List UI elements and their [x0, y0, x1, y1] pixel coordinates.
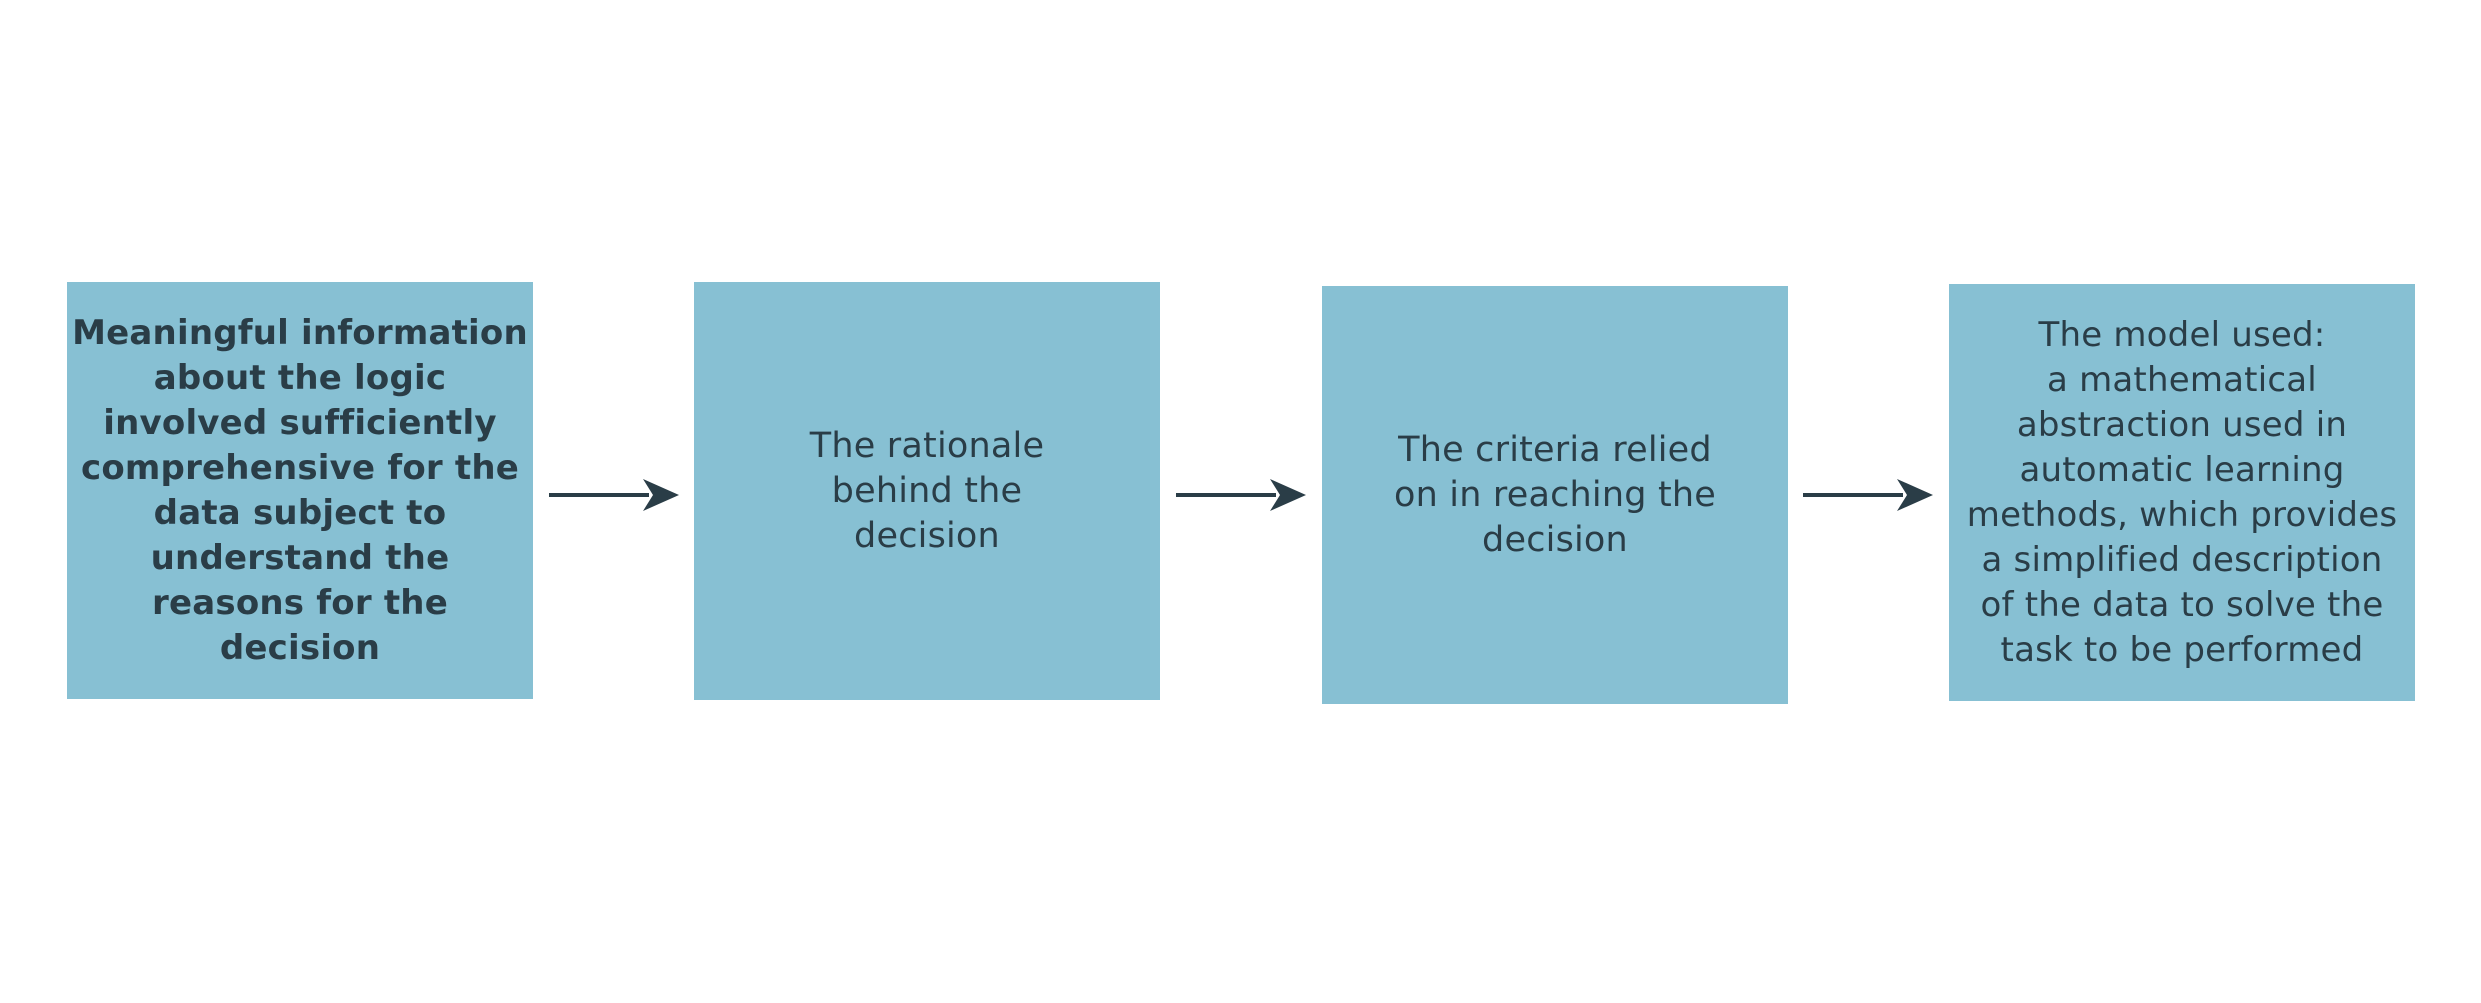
box-line: abstraction used in — [2016, 404, 2348, 445]
box-meaningful-information-text: Meaningful information about the logic i… — [72, 311, 528, 671]
box-rationale: The rationale behind the decision — [694, 282, 1160, 700]
arrow-right-icon — [1176, 479, 1306, 511]
box-line: comprehensive for the — [81, 447, 519, 488]
box-line: task to be performed — [2000, 629, 2364, 670]
box-meaningful-information: Meaningful information about the logic i… — [67, 282, 533, 699]
box-criteria-text: The criteria relied on in reaching the d… — [1394, 428, 1716, 563]
box-criteria: The criteria relied on in reaching the d… — [1322, 286, 1788, 704]
box-line: a mathematical — [2047, 359, 2317, 400]
box-line: Meaningful information — [72, 312, 528, 353]
box-line: decision — [1482, 519, 1628, 560]
box-line: The model used: — [2038, 314, 2326, 355]
box-line: reasons for the — [152, 582, 448, 623]
box-line: understand the — [150, 537, 450, 578]
arrow-right-icon — [549, 479, 679, 511]
box-line: involved sufficiently — [103, 402, 497, 443]
box-line: The criteria relied — [1398, 429, 1712, 470]
box-rationale-text: The rationale behind the decision — [810, 424, 1044, 559]
box-model-used: The model used: a mathematical abstracti… — [1949, 284, 2415, 701]
box-line: a simplified description — [1981, 539, 2383, 580]
box-line: data subject to — [153, 492, 447, 533]
box-line: The rationale — [809, 425, 1045, 466]
box-line: methods, which provides — [1966, 494, 2398, 535]
box-line: automatic learning — [2019, 449, 2345, 490]
box-line: about the logic — [153, 357, 447, 398]
box-line: decision — [219, 627, 381, 668]
box-line: decision — [854, 515, 1000, 556]
box-line: on in reaching the — [1393, 474, 1717, 515]
arrow-right-icon — [1803, 479, 1933, 511]
box-line: of the data to solve the — [1980, 584, 2384, 625]
box-line: behind the — [831, 470, 1023, 511]
box-model-used-text: The model used: a mathematical abstracti… — [1967, 313, 2397, 673]
